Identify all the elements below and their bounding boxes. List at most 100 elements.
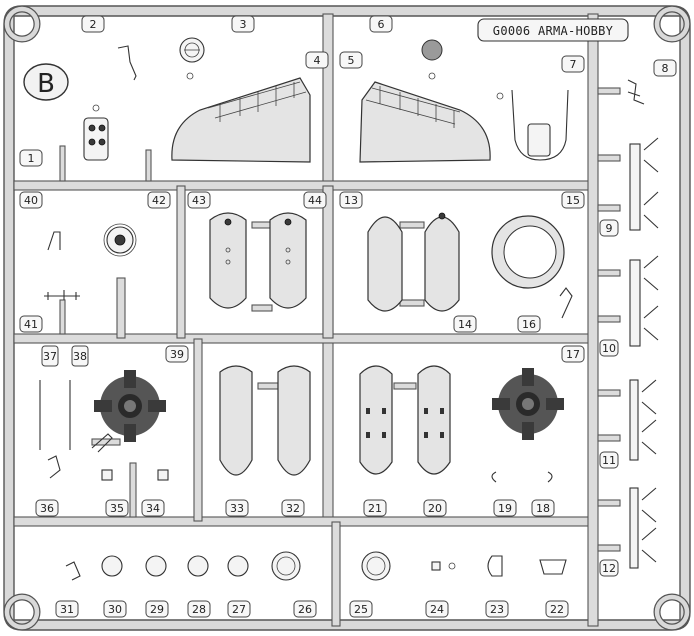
part-11-strut bbox=[629, 379, 639, 461]
sprue-frame bbox=[3, 5, 691, 631]
part-number-3: 3 bbox=[240, 18, 247, 31]
part-number-39: 39 bbox=[170, 348, 184, 361]
label-8: 8 bbox=[653, 59, 677, 77]
part-number-38: 38 bbox=[73, 350, 87, 363]
part-number-34: 34 bbox=[146, 502, 160, 515]
part-number-32: 32 bbox=[286, 502, 300, 515]
label-38: 38 bbox=[71, 345, 89, 367]
label-23: 23 bbox=[485, 600, 509, 618]
part-labels: 2 3 4 5 6 7 8 1 40 42 43 44 13 15 9 41 1… bbox=[19, 15, 677, 618]
part-number-2: 2 bbox=[90, 18, 97, 31]
part-36-bracket bbox=[47, 455, 61, 479]
label-44: 44 bbox=[303, 191, 327, 209]
part-17-radial-engine bbox=[492, 368, 564, 440]
part-39-radial-engine bbox=[91, 370, 166, 453]
part-31-bracket bbox=[65, 561, 81, 581]
label-18: 18 bbox=[531, 499, 555, 517]
part-number-33: 33 bbox=[230, 502, 244, 515]
part-number-36: 36 bbox=[40, 502, 54, 515]
part-number-6: 6 bbox=[378, 18, 385, 31]
part-number-27: 27 bbox=[232, 603, 246, 616]
part-number-24: 24 bbox=[430, 603, 444, 616]
part-number-35: 35 bbox=[110, 502, 124, 515]
label-35: 35 bbox=[105, 499, 129, 517]
part-number-28: 28 bbox=[192, 603, 206, 616]
part-number-19: 19 bbox=[498, 502, 512, 515]
part-22-frame bbox=[539, 559, 567, 575]
label-34: 34 bbox=[141, 499, 165, 517]
label-15: 15 bbox=[561, 191, 585, 209]
label-16: 16 bbox=[517, 315, 541, 333]
part-number-37: 37 bbox=[43, 350, 57, 363]
part-number-4: 4 bbox=[314, 54, 321, 67]
part-28-instrument bbox=[187, 555, 209, 577]
label-1: 1 bbox=[19, 149, 43, 167]
part-13-tank bbox=[367, 216, 403, 312]
sprue-code: G0006 ARMA-HOBBY bbox=[493, 24, 614, 38]
part-40-wire bbox=[47, 231, 61, 251]
label-3: 3 bbox=[231, 15, 255, 33]
part-number-17: 17 bbox=[566, 348, 580, 361]
part-23-clip bbox=[487, 555, 503, 577]
label-22: 22 bbox=[545, 600, 569, 618]
part-number-40: 40 bbox=[24, 194, 38, 207]
part-24-small bbox=[431, 561, 441, 571]
label-26: 26 bbox=[293, 600, 317, 618]
part-4-fuselage-half bbox=[171, 77, 311, 163]
label-29: 29 bbox=[145, 600, 169, 618]
label-6: 6 bbox=[369, 15, 393, 33]
label-37: 37 bbox=[41, 345, 59, 367]
part-number-16: 16 bbox=[522, 318, 536, 331]
sprue-letter-badge bbox=[23, 63, 69, 101]
label-21: 21 bbox=[363, 499, 387, 517]
part-19-bracket bbox=[491, 471, 497, 483]
part-33-tank bbox=[219, 365, 253, 476]
part-9-strut bbox=[629, 143, 641, 231]
part-2-bracket bbox=[117, 45, 137, 81]
part-number-25: 25 bbox=[354, 603, 368, 616]
part-number-5: 5 bbox=[348, 54, 355, 67]
label-13: 13 bbox=[339, 191, 363, 209]
part-number-22: 22 bbox=[550, 603, 564, 616]
label-11: 11 bbox=[599, 451, 619, 469]
label-9: 9 bbox=[599, 219, 619, 237]
part-6-sphere bbox=[421, 39, 443, 61]
label-14: 14 bbox=[453, 315, 477, 333]
part-number-41: 41 bbox=[24, 318, 38, 331]
label-31: 31 bbox=[55, 600, 79, 618]
part-3-ring bbox=[179, 37, 205, 63]
part-30-instrument bbox=[101, 555, 123, 577]
label-24: 24 bbox=[425, 600, 449, 618]
part-number-11: 11 bbox=[602, 454, 616, 467]
label-28: 28 bbox=[187, 600, 211, 618]
part-number-20: 20 bbox=[428, 502, 442, 515]
part-number-18: 18 bbox=[536, 502, 550, 515]
part-41-rod bbox=[44, 290, 80, 300]
label-36: 36 bbox=[35, 499, 59, 517]
part-18-bracket bbox=[547, 471, 553, 483]
label-12: 12 bbox=[599, 559, 619, 577]
label-5: 5 bbox=[339, 51, 363, 69]
part-15-ring bbox=[491, 215, 565, 289]
part-7-frame bbox=[496, 89, 569, 161]
label-40: 40 bbox=[19, 191, 43, 209]
part-number-31: 31 bbox=[60, 603, 74, 616]
part-number-8: 8 bbox=[662, 62, 669, 75]
sprue-code-box bbox=[477, 18, 629, 42]
label-33: 33 bbox=[225, 499, 249, 517]
label-27: 27 bbox=[227, 600, 251, 618]
part-32-tank bbox=[277, 365, 311, 476]
part-5-fuselage-half bbox=[359, 81, 491, 163]
part-number-26: 26 bbox=[298, 603, 312, 616]
part-29-instrument bbox=[145, 555, 167, 577]
part-number-7: 7 bbox=[570, 58, 577, 71]
label-30: 30 bbox=[103, 600, 127, 618]
part-1-seat bbox=[83, 104, 109, 161]
label-17: 17 bbox=[561, 345, 585, 363]
label-19: 19 bbox=[493, 499, 517, 517]
part-14-tank bbox=[424, 212, 460, 312]
label-7: 7 bbox=[561, 55, 585, 73]
part-number-12: 12 bbox=[602, 562, 616, 575]
part-number-13: 13 bbox=[344, 194, 358, 207]
